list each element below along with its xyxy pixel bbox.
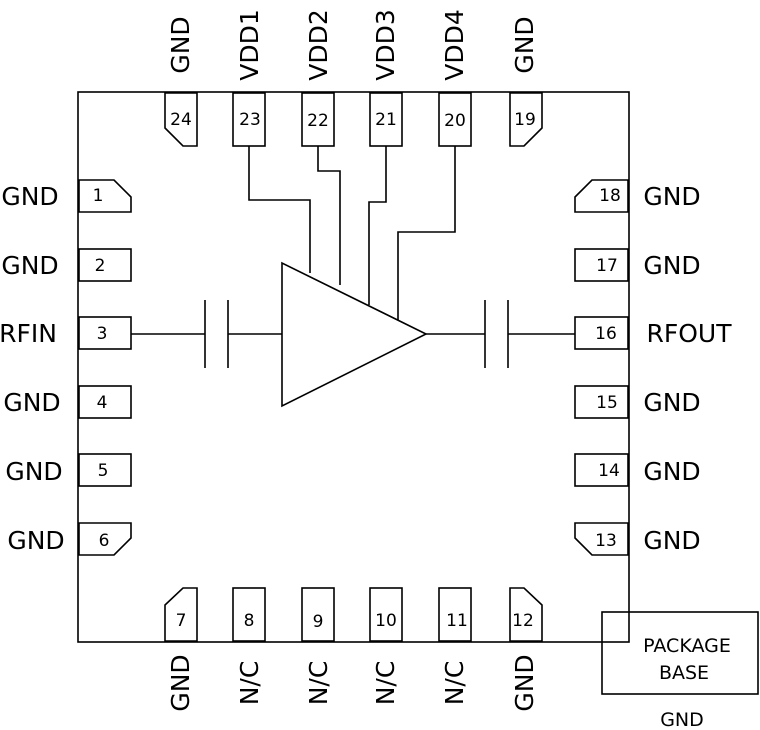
svg-text:GND: GND (510, 16, 539, 73)
package-base-gnd-label: GND (660, 709, 704, 730)
svg-text:7: 7 (176, 611, 187, 631)
pin-7: 7 GND (164, 587, 198, 712)
svg-text:11: 11 (446, 611, 468, 631)
pin-13: 13 GND (574, 522, 701, 556)
input-capacitor (204, 300, 229, 368)
svg-text:N/C: N/C (304, 661, 333, 706)
svg-text:GND: GND (510, 654, 539, 711)
pin-1: 1 GND (1, 179, 132, 213)
svg-text:GND: GND (5, 457, 62, 486)
pin-4: 4 GND (3, 385, 132, 419)
svg-text:GND: GND (1, 182, 58, 211)
svg-text:GND: GND (643, 526, 700, 555)
svg-text:VDD2: VDD2 (304, 9, 333, 81)
package-base-line2: BASE (659, 662, 709, 684)
svg-text:10: 10 (375, 611, 397, 631)
pin-20: 20 VDD4 (438, 9, 472, 147)
pin-3-rfin: 3 RFIN (0, 316, 132, 350)
svg-text:N/C: N/C (371, 661, 400, 706)
svg-text:RFIN: RFIN (0, 319, 57, 348)
svg-text:GND: GND (643, 251, 700, 280)
svg-text:GND: GND (643, 457, 700, 486)
pin-15: 15 GND (574, 385, 701, 419)
pin-18: 18 GND (574, 179, 701, 213)
svg-text:5: 5 (98, 461, 109, 481)
vdd2-trace (317, 146, 341, 285)
svg-text:VDD1: VDD1 (235, 9, 264, 81)
svg-text:N/C: N/C (440, 661, 469, 706)
svg-text:1: 1 (93, 186, 104, 206)
svg-text:RFOUT: RFOUT (647, 319, 733, 348)
package-base-box (601, 611, 759, 695)
svg-text:16: 16 (595, 324, 617, 344)
pin-14: 14 GND (574, 453, 701, 487)
svg-text:24: 24 (170, 110, 192, 130)
pin-10: 10 N/C (369, 587, 403, 706)
svg-text:GND: GND (1, 251, 58, 280)
svg-text:23: 23 (239, 110, 261, 130)
pin-11: 11 N/C (438, 587, 472, 706)
svg-text:18: 18 (599, 186, 621, 206)
svg-text:VDD3: VDD3 (371, 9, 400, 81)
pin-16-rfout: 16 RFOUT (574, 316, 733, 350)
svg-text:12: 12 (512, 611, 534, 631)
pin-2: 2 GND (1, 248, 132, 282)
pin-6: 6 GND (7, 522, 132, 556)
pin-19: 19 GND (509, 16, 543, 147)
svg-text:GND: GND (166, 16, 195, 73)
pin-21: 21 VDD3 (369, 9, 403, 147)
vdd3-trace (368, 146, 387, 305)
output-capacitor (484, 300, 509, 368)
pin-5: 5 GND (5, 453, 132, 487)
svg-text:4: 4 (97, 393, 108, 413)
pin-23: 23 VDD1 (232, 9, 266, 147)
svg-text:GND: GND (7, 526, 64, 555)
svg-text:GND: GND (643, 388, 700, 417)
svg-text:8: 8 (244, 611, 255, 631)
svg-text:9: 9 (313, 612, 324, 632)
pin-22: 22 VDD2 (301, 9, 335, 147)
svg-text:2: 2 (95, 256, 106, 276)
package-base-line1: PACKAGE (643, 635, 731, 657)
svg-text:14: 14 (598, 461, 620, 481)
svg-text:13: 13 (595, 531, 617, 551)
vdd1-trace (248, 146, 311, 273)
svg-text:GND: GND (166, 654, 195, 711)
package-body (77, 91, 630, 643)
amplifier-triangle (281, 261, 428, 408)
pin-12: 12 GND (509, 587, 543, 712)
svg-text:GND: GND (643, 182, 700, 211)
pin-24: 24 GND (164, 16, 198, 147)
svg-text:6: 6 (99, 531, 110, 551)
svg-text:3: 3 (97, 324, 108, 344)
svg-text:N/C: N/C (235, 661, 264, 706)
svg-text:17: 17 (596, 256, 618, 276)
svg-text:21: 21 (375, 110, 397, 130)
svg-text:15: 15 (596, 393, 618, 413)
pin-17: 17 GND (574, 248, 701, 282)
svg-text:GND: GND (3, 388, 60, 417)
svg-text:19: 19 (514, 110, 536, 130)
svg-text:22: 22 (307, 111, 329, 131)
svg-text:20: 20 (444, 111, 466, 131)
vdd4-trace (397, 146, 456, 320)
svg-text:VDD4: VDD4 (440, 9, 469, 81)
pin-8: 8 N/C (232, 587, 266, 706)
pin-9: 9 N/C (301, 587, 335, 706)
